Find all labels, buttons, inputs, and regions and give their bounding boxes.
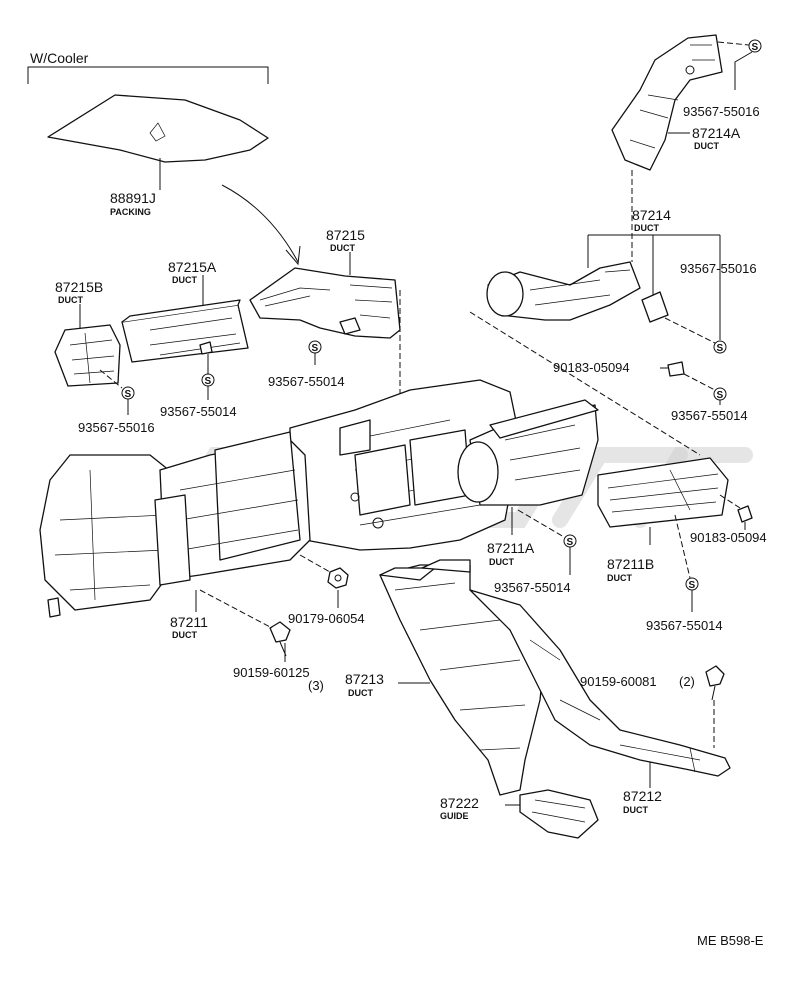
part-name-87213: DUCT (348, 688, 373, 698)
clip-90183-05094-top (667, 361, 685, 377)
part-name-88891j: PACKING (110, 207, 151, 217)
part-number-87212: 87212 (623, 788, 662, 804)
screw-symbol: S (563, 534, 577, 548)
nut-90179-06054 (327, 567, 349, 589)
svg-text:S: S (717, 390, 724, 401)
part-name-87211b: DUCT (607, 573, 632, 583)
part-name-87215: DUCT (330, 243, 355, 253)
screw-symbol: S (121, 386, 135, 400)
duct-87211 (39, 431, 311, 618)
part-name-87214a: DUCT (694, 141, 719, 151)
guide-87222 (519, 789, 599, 839)
fastener-90159-60081: 90159-60081 (580, 674, 657, 689)
part-number-87211: 87211 (170, 614, 208, 630)
duct-87215a (121, 299, 249, 363)
screw-symbol: S (748, 39, 762, 53)
part-name-87222: GUIDE (440, 811, 469, 821)
diagram-code: ME B598-E (697, 933, 764, 948)
duct-87214 (486, 261, 669, 323)
w-cooler-bracket: W/Cooler (27, 50, 269, 84)
fastener-90183-05094-a: 90183-05094 (553, 360, 630, 375)
svg-text:S: S (752, 42, 759, 53)
fastener-90159-60081-qty: (2) (679, 674, 695, 689)
svg-text:S: S (205, 376, 212, 387)
svg-text:S: S (312, 343, 319, 354)
fastener-93567-55016-b: 93567-55016 (680, 261, 757, 276)
w-cooler-label: W/Cooler (30, 50, 89, 66)
part-number-87214: 87214 (632, 207, 671, 223)
part-number-87211b: 87211B (607, 556, 654, 572)
part-number-87222: 87222 (440, 795, 479, 811)
part-number-87213: 87213 (345, 671, 384, 687)
fastener-90179-06054: 90179-06054 (288, 611, 365, 626)
svg-text:S: S (717, 343, 724, 354)
part-name-87215b: DUCT (58, 295, 83, 305)
part-name-87215a: DUCT (172, 275, 197, 285)
fastener-93567-55014-b: 93567-55014 (160, 404, 237, 419)
fastener-93567-55014-c: 93567-55014 (671, 408, 748, 423)
duct-87212 (469, 589, 731, 777)
duct-87211b (597, 457, 729, 528)
part-number-87214a: 87214A (692, 125, 741, 141)
fastener-93567-55014-d: 93567-55014 (494, 580, 571, 595)
part-number-87215b: 87215B (55, 279, 103, 295)
duct-87211a (457, 399, 599, 506)
svg-text:S: S (125, 389, 132, 400)
part-name-87211a: DUCT (489, 557, 514, 567)
part-number-87215: 87215 (326, 227, 365, 243)
duct-87215b (54, 324, 121, 387)
screw-90159-60081 (705, 665, 725, 701)
fastener-93567-55016-a: 93567-55016 (683, 104, 760, 119)
fastener-90183-05094-b: 90183-05094 (690, 530, 767, 545)
screw-symbol: S (685, 577, 699, 591)
svg-text:S: S (689, 580, 696, 591)
part-number-87211a: 87211A (487, 540, 535, 556)
screw-90159-60125 (269, 621, 291, 657)
packing-88891j (47, 94, 269, 190)
main-unit (289, 379, 521, 551)
screw-symbol: S (308, 340, 322, 354)
fastener-93567-55014-e: 93567-55014 (646, 618, 723, 633)
fastener-93567-55014-a: 93567-55014 (268, 374, 345, 389)
part-name-87214: DUCT (634, 223, 659, 233)
part-name-87211: DUCT (172, 630, 197, 640)
part-number-88891j: 88891J (110, 190, 156, 206)
screw-symbol: S (713, 340, 727, 354)
part-name-87212: DUCT (623, 805, 648, 815)
duct-87215 (249, 267, 401, 339)
fastener-90159-60125: 90159-60125 (233, 665, 310, 680)
screw-symbol: S (713, 387, 727, 401)
svg-text:S: S (567, 537, 574, 548)
screw-symbol: S (201, 373, 215, 387)
duct-87213 (379, 559, 546, 796)
fastener-90159-60125-qty: (3) (308, 678, 324, 693)
clip-90183-05094-right (737, 505, 753, 523)
insert-arrow (221, 184, 301, 266)
part-number-87215a: 87215A (168, 259, 217, 275)
duct-87214a (611, 34, 723, 171)
fastener-93567-55016-c: 93567-55016 (78, 420, 155, 435)
